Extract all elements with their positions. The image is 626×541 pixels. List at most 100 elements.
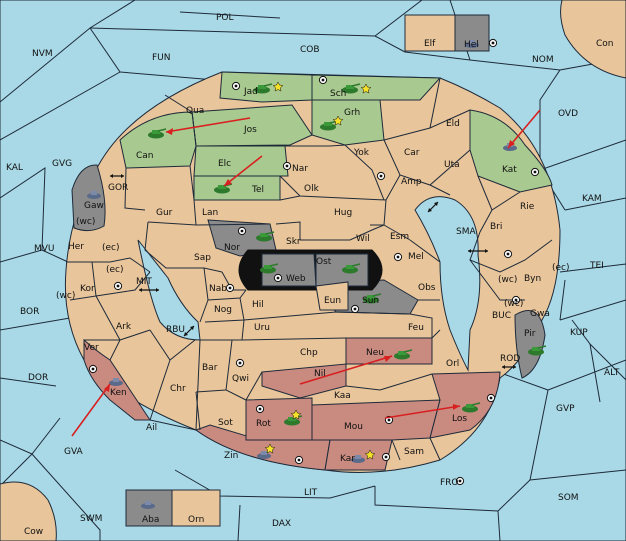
label-bri: Bri [490,222,502,232]
province-can[interactable] [119,111,197,169]
label-ken: Ken [110,388,127,398]
tank-icon[interactable] [394,349,413,360]
label-kat: Kat [502,165,517,175]
province-cow[interactable] [0,481,57,541]
tank-icon[interactable] [254,83,273,94]
label-elc: Elc [218,159,231,169]
supply-center-icon [488,38,498,48]
label-amp: Amp [401,177,422,187]
tank-icon[interactable] [462,402,481,413]
supply-center-icon [282,161,292,171]
label-mvu: MVU [34,244,55,254]
label-nom: NOM [532,55,554,65]
tank-icon[interactable] [148,128,167,139]
tank-icon[interactable] [260,263,279,274]
province-eun[interactable] [315,281,349,311]
label-rie: Rie [520,202,535,212]
province-mou[interactable] [311,399,441,441]
label-fro: FRO [440,478,459,488]
label-elf: Elf [424,39,436,49]
province-los[interactable] [429,371,501,439]
label-ovd: OVD [558,109,578,119]
convoy-link-icon [139,288,159,292]
label-yok: Yok [353,148,370,158]
tank-icon[interactable] [363,293,382,304]
tank-icon[interactable] [342,83,361,94]
label-eun: Eun [324,296,341,306]
label-jad: Jad [243,87,258,97]
label-rot: Rot [256,419,271,429]
star-icon [290,409,302,420]
province-elf[interactable] [404,14,456,52]
label-gva: GVA [64,447,84,457]
label-mit: MIT [136,277,152,287]
supply-center-icon [255,404,265,414]
label-kar: Kar [340,454,355,464]
coast-marker: (wc) [56,291,75,301]
label-pol: POL [216,13,234,23]
convoy-links [110,174,516,369]
province-con[interactable] [560,0,626,79]
label-nor: Nor [224,243,240,253]
convoy-link-icon [183,325,195,337]
label-tei: TEI [589,261,604,271]
label-gaw: Gaw [84,201,104,211]
convoy-link-icon [427,201,439,213]
label-qwi: Qwi [232,374,249,384]
label-sap: Sap [194,253,211,263]
province-nil[interactable] [261,363,347,399]
label-qua: Qua [186,106,204,116]
label-orn: Orn [188,515,204,525]
province-tel[interactable] [193,175,281,201]
fleet-icon[interactable] [351,455,365,463]
label-cob: COB [300,45,320,55]
supply-center-icon [235,358,245,368]
label-mel: Mel [408,252,424,262]
label-her: Her [68,242,84,252]
province-neu[interactable] [345,337,433,365]
supply-center-icon [511,295,521,305]
label-ver: Ver [84,343,99,353]
label-gur: Gur [156,208,173,218]
label-swm: SWM [80,514,102,524]
star-icon [332,115,344,126]
province-pir[interactable] [514,310,546,379]
fleet-icon[interactable] [141,501,155,509]
move-arrow-icon [71,383,111,437]
label-byn: Byn [524,274,541,284]
supply-center-icon [381,452,391,462]
label-aba: Aba [142,515,159,525]
label-bar: Bar [202,363,218,373]
coast-marker: (ec) [106,265,124,275]
move-arrow-icon [223,155,263,187]
label-tel: Tel [251,185,264,195]
fleet-icon[interactable] [87,191,101,199]
supply-center-icon [486,393,496,403]
label-sam: Sam [404,447,424,457]
province-orn[interactable] [171,489,221,527]
label-kor: Kor [80,284,95,294]
province-elc[interactable] [193,145,289,177]
supply-center-icon [503,249,513,259]
tank-icon[interactable] [256,231,275,242]
label-pir: Pir [524,329,536,339]
province-grh[interactable] [311,99,385,146]
tank-icon[interactable] [528,345,547,356]
label-web: Web [286,274,306,284]
supply-center-icon [350,304,360,314]
label-mou: Mou [344,422,363,432]
fleet-icon[interactable] [465,40,479,48]
label-orl: Orl [446,359,459,369]
label-sot: Sot [218,418,233,428]
tank-icon[interactable] [342,263,361,274]
coast-marker: (wc) [504,299,523,309]
label-jos: Jos [243,125,257,135]
province-sch[interactable] [311,74,442,101]
fleet-icon[interactable] [257,451,271,459]
label-olk: Olk [304,184,320,194]
label-eld: Eld [446,119,460,129]
fleet-icon[interactable] [109,378,123,386]
